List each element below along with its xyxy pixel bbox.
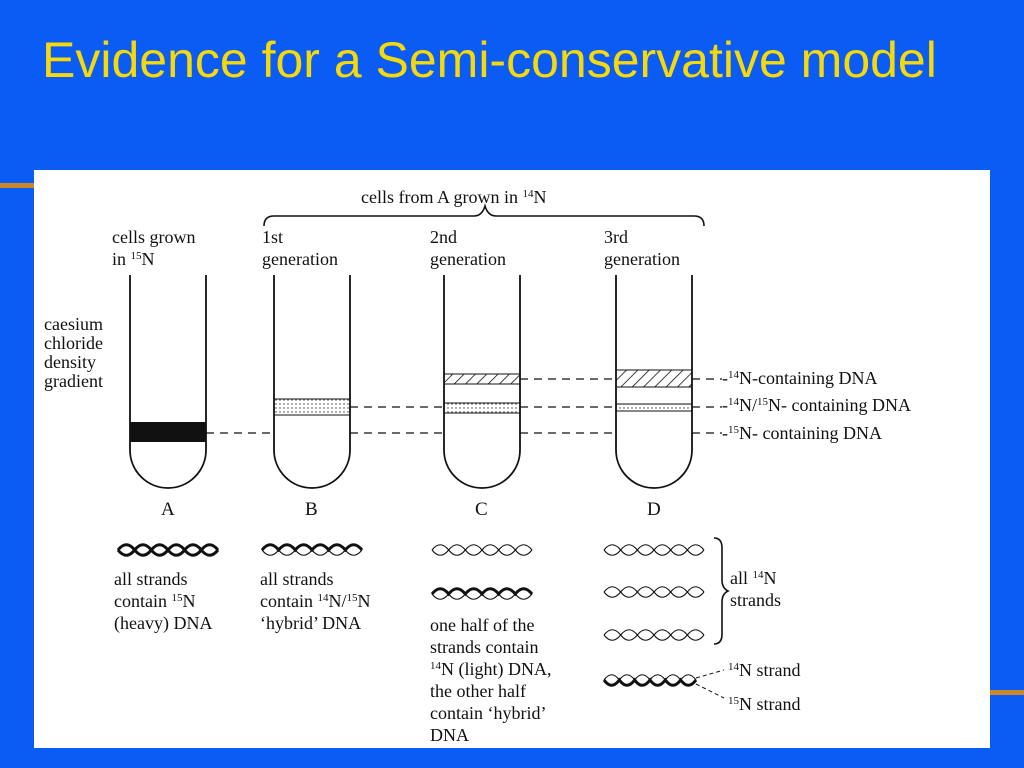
tube-d — [615, 275, 693, 489]
right-accent-strip — [990, 690, 1024, 695]
strand-labels: 14N strand 15N strand — [728, 660, 801, 714]
brace-label: cells from A grown in 14N — [361, 187, 546, 207]
caption-b-line: contain 14N/15N — [260, 591, 370, 611]
strand-label-14n: 14N strand — [728, 660, 801, 680]
tube-b-header-line: generation — [262, 249, 338, 269]
band-label: -14N/15N- containing DNA — [722, 395, 911, 415]
tube-letter-c: C — [475, 499, 488, 520]
strand-c-hybrid — [430, 587, 534, 600]
caption-b-line: all strands — [260, 569, 334, 589]
strand-b-hybrid — [260, 543, 364, 556]
caption-c-line: one half of the — [430, 615, 534, 635]
slide-title: Evidence for a Semi-conservative model — [42, 32, 937, 88]
caption-a-line: contain 15N — [114, 591, 195, 611]
right-brace-label-line: strands — [730, 590, 781, 610]
tube-a-header-line: cells grown — [112, 227, 195, 247]
strand-a-heavy — [116, 543, 220, 557]
semiconservative-diagram: cells from A grown in 14N cells grownin … — [44, 187, 911, 745]
tube-d-header-line: 3rd — [604, 227, 628, 247]
tube-letter-a: A — [161, 499, 175, 520]
band-label: -14N-containing DNA — [722, 368, 877, 388]
strand-label-15n: 15N strand — [728, 694, 801, 714]
strand-c-light — [431, 544, 533, 556]
tube-c-header-line: 2nd — [430, 227, 457, 247]
caption-c-line: contain ‘hybrid’ — [430, 703, 546, 723]
dna-strands — [116, 543, 705, 687]
tube-a — [129, 275, 207, 489]
tube-a-heavy-band — [130, 422, 206, 442]
strand-d-light-1 — [603, 544, 705, 556]
tube-c-hybrid-band — [443, 402, 521, 414]
caption-b-line: ‘hybrid’ DNA — [260, 613, 361, 633]
tube-b-hybrid-band — [273, 398, 351, 416]
band-labels: -14N-containing DNA -14N/15N- containing … — [722, 368, 911, 443]
caption-c-line: the other half — [430, 681, 526, 701]
caption-c-line: DNA — [430, 725, 469, 745]
caption-c-line: 14N (light) DNA, — [430, 659, 552, 680]
tube-d-header-line: generation — [604, 249, 680, 269]
tube-letter-d: D — [647, 499, 661, 520]
tube-letter-b: B — [305, 499, 318, 520]
tube-a-header-line: in 15N — [112, 249, 155, 269]
tube-c-header-line: generation — [430, 249, 506, 269]
right-brace-label-line: all 14N — [730, 568, 777, 588]
gradient-label-line: caesium — [44, 314, 103, 334]
tube-c-light-band — [443, 373, 521, 385]
caption-a-line: (heavy) DNA — [114, 613, 212, 634]
gradient-label-line: chloride — [44, 333, 103, 353]
tube-b — [273, 275, 351, 489]
tube-letters: A B C D — [161, 499, 661, 520]
tube-d-hybrid-band — [615, 403, 693, 412]
band-label: -15N- containing DNA — [722, 423, 882, 443]
left-accent-strip — [0, 183, 34, 188]
tube-d-light-band — [615, 369, 693, 388]
caption-a-line: all strands — [114, 569, 188, 589]
right-brace — [713, 537, 730, 645]
strand-pointers — [695, 669, 725, 699]
tube-b-header-line: 1st — [262, 227, 283, 247]
dashed-guides — [206, 378, 722, 434]
caption-c-line: strands contain — [430, 637, 538, 657]
strand-d-hybrid — [602, 674, 698, 687]
strand-d-light-2 — [603, 586, 705, 598]
gradient-label-line: density — [44, 352, 96, 372]
strand-d-light-3 — [603, 629, 705, 641]
tube-c — [443, 275, 521, 489]
gradient-label-line: gradient — [44, 371, 103, 391]
top-brace — [263, 203, 705, 227]
